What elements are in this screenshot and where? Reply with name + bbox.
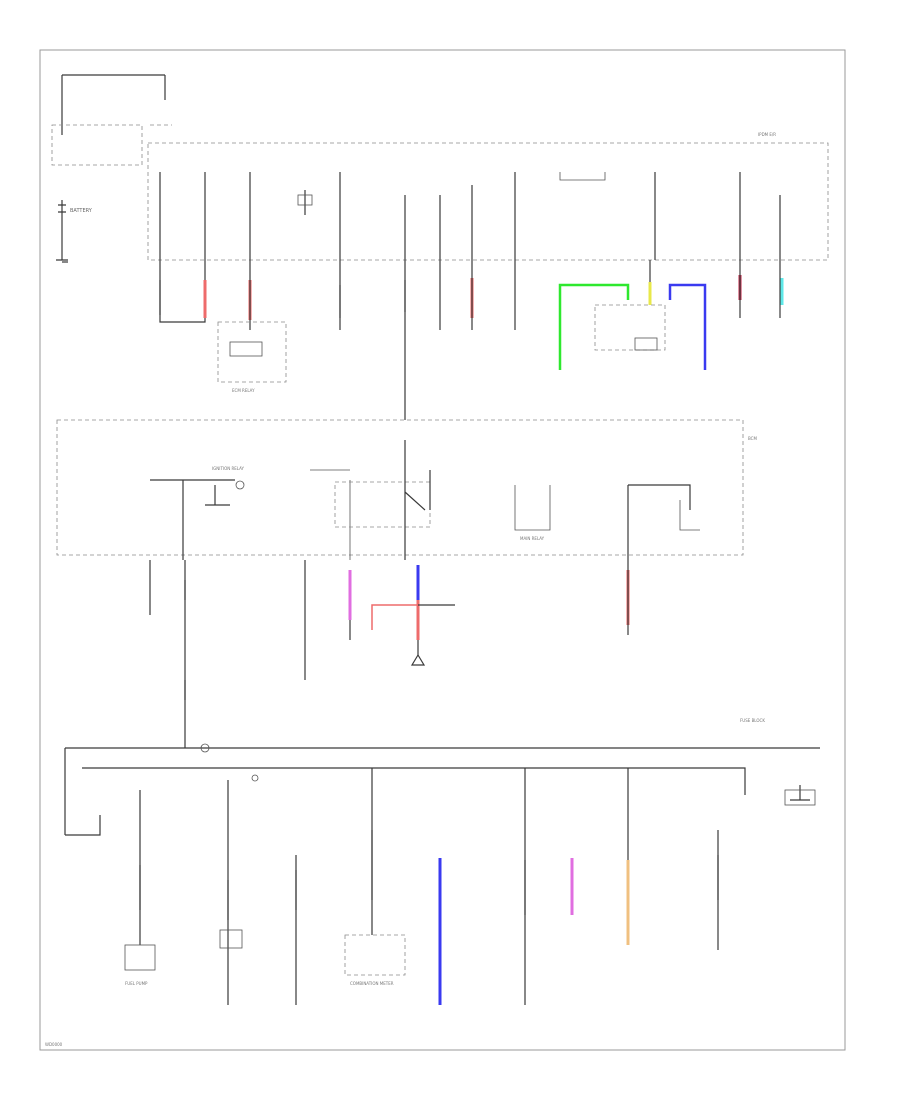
ground-symbols (62, 261, 426, 666)
wires-middle (149, 560, 630, 748)
ecm-relay-label: ECM RELAY (232, 388, 255, 393)
wires-top: ECM RELAY (159, 260, 784, 420)
ipdm-label: BCM (748, 436, 757, 441)
fuel-pump-label: FUEL PUMP (125, 981, 148, 986)
page-id-label: WD0000 (45, 1042, 63, 1047)
battery-block: BATTERY (51, 74, 172, 261)
diagram-border (39, 49, 846, 1051)
fuse-block-bottom-label: FUSE BLOCK (740, 718, 765, 723)
battery-label: BATTERY (70, 208, 93, 214)
ipdm-block-middle: BCM MAIN RELAY (56, 419, 757, 560)
combination-meter-label: COMBINATION METER (350, 981, 394, 986)
main-relay-label: MAIN RELAY (520, 536, 545, 541)
fuse-block-bottom: FUSE BLOCK (64, 718, 820, 836)
wires-bottom: COMBINATION METER (124, 768, 719, 1005)
fuse-block-top: IPDM E/R (147, 132, 829, 261)
fuse-block-label: IPDM E/R (758, 132, 776, 137)
ignition-relay-label: IGNITION RELAY (212, 466, 245, 471)
